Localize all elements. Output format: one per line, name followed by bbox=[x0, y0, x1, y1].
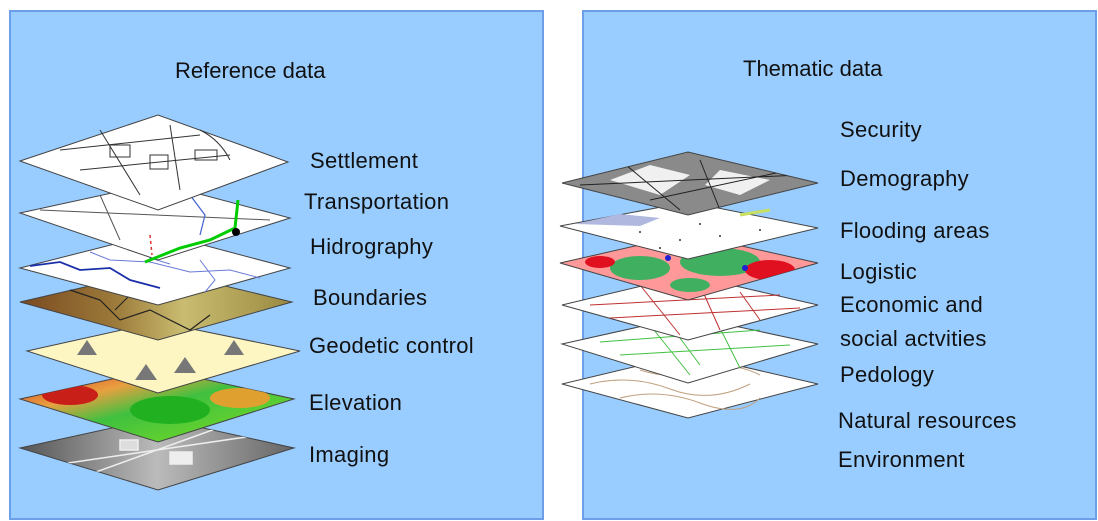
demography-layer bbox=[561, 151, 819, 216]
label-security: Security bbox=[840, 117, 922, 142]
label-demography: Demography bbox=[840, 166, 969, 191]
label-settlement: Settlement bbox=[310, 148, 419, 173]
label-elevation: Elevation bbox=[309, 390, 403, 415]
label-pedology: Pedology bbox=[840, 362, 935, 387]
transportation-layer bbox=[18, 182, 292, 264]
label-geodetic-control: Geodetic control bbox=[309, 333, 474, 358]
hidrography-layer bbox=[18, 232, 292, 306]
reference-data-title: Reference data bbox=[175, 58, 326, 83]
elevation-layer bbox=[18, 368, 296, 443]
label-boundaries: Boundaries bbox=[313, 285, 428, 310]
label-logistic: Logistic bbox=[840, 259, 917, 284]
label-environment: Environment bbox=[838, 447, 965, 472]
geodetic-triangle-icon bbox=[77, 340, 97, 355]
geodetic-control-layer bbox=[25, 321, 301, 394]
label-transportation: Transportation bbox=[304, 189, 450, 214]
label-hidrography: Hidrography bbox=[310, 234, 434, 259]
label-economic-and: Economic and bbox=[840, 292, 984, 317]
label-imaging: Imaging bbox=[309, 442, 390, 467]
geodetic-triangle-icon bbox=[174, 357, 196, 373]
geodetic-triangle-icon bbox=[224, 340, 244, 355]
label-flooding-areas: Flooding areas bbox=[840, 218, 990, 243]
flooding-areas-layer bbox=[559, 201, 819, 260]
settlement-layer bbox=[18, 114, 290, 211]
label-natural-resources: Natural resources bbox=[838, 408, 1017, 433]
thematic-data-title: Thematic data bbox=[743, 56, 883, 81]
label-social-activities: social actvities bbox=[840, 326, 987, 351]
geodetic-triangle-icon bbox=[135, 364, 157, 380]
